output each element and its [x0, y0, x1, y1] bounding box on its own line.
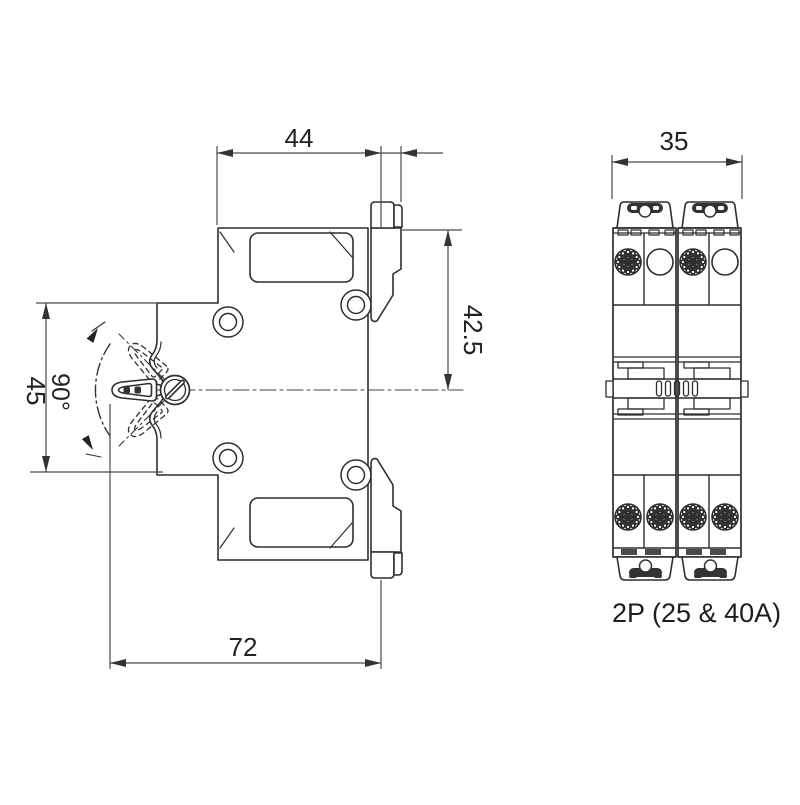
indicator-window — [646, 248, 674, 276]
dim-width-front: 35 — [611, 126, 743, 199]
terminal-screw-knurled — [711, 503, 739, 531]
terminal-screw-knurled — [679, 503, 707, 531]
dim-width-bottom-side: 72 — [109, 404, 382, 669]
dim-label-35: 35 — [660, 126, 689, 156]
dim-label-72: 72 — [229, 632, 258, 662]
bottom-recess — [249, 497, 354, 548]
toggle-bar-zone — [605, 356, 749, 420]
terminal-screw-knurled — [646, 503, 674, 531]
arc-arrow-up — [86, 328, 98, 343]
top-recess — [249, 232, 354, 283]
dim-label-44: 44 — [285, 123, 314, 153]
dim-height-right-side: 42.5 — [402, 229, 488, 390]
toggle-handle — [111, 378, 164, 402]
din-rail-clip-bottom — [370, 457, 403, 579]
handle-interlock-ribs — [655, 380, 699, 397]
indicator-window — [711, 248, 739, 276]
dim-label-45: 45 — [21, 377, 51, 406]
lever-ghost-down — [118, 394, 171, 447]
side-view — [81, 201, 464, 579]
lever-ghost-up — [118, 333, 171, 386]
dim-height-left-side: 45 — [21, 302, 163, 473]
dim-label-42-5: 42.5 — [458, 305, 488, 356]
handle-bar-end-left — [605, 380, 614, 398]
bottom-vent-strip — [621, 549, 726, 555]
terminal-screw-knurled — [679, 248, 707, 276]
recess-chamfer-lines — [219, 231, 353, 549]
rotation-arc — [81, 321, 111, 458]
din-rail-clip-top — [370, 201, 403, 323]
mounting-hole-boss — [212, 289, 372, 491]
nose-inner-contour — [153, 341, 162, 439]
dimensions: 44 42.5 45 90° 72 — [21, 123, 743, 669]
dim-label-90deg: 90° — [46, 373, 74, 411]
front-view-caption: 2P (25 & 40A) — [612, 598, 781, 628]
upper-terminal-zone — [613, 233, 741, 306]
terminal-screw-knurled — [614, 503, 642, 531]
terminal-screw-knurled — [614, 248, 642, 276]
dim-width-top-side: 44 — [216, 123, 443, 227]
bottom-clip-icon — [629, 559, 727, 578]
arc-arrow-down — [81, 435, 93, 450]
top-clip-icon — [627, 203, 728, 218]
lower-terminal-zone — [613, 474, 741, 549]
handle-bar-end-right — [740, 380, 749, 398]
front-view — [605, 201, 749, 581]
pivot-screw — [159, 374, 191, 406]
